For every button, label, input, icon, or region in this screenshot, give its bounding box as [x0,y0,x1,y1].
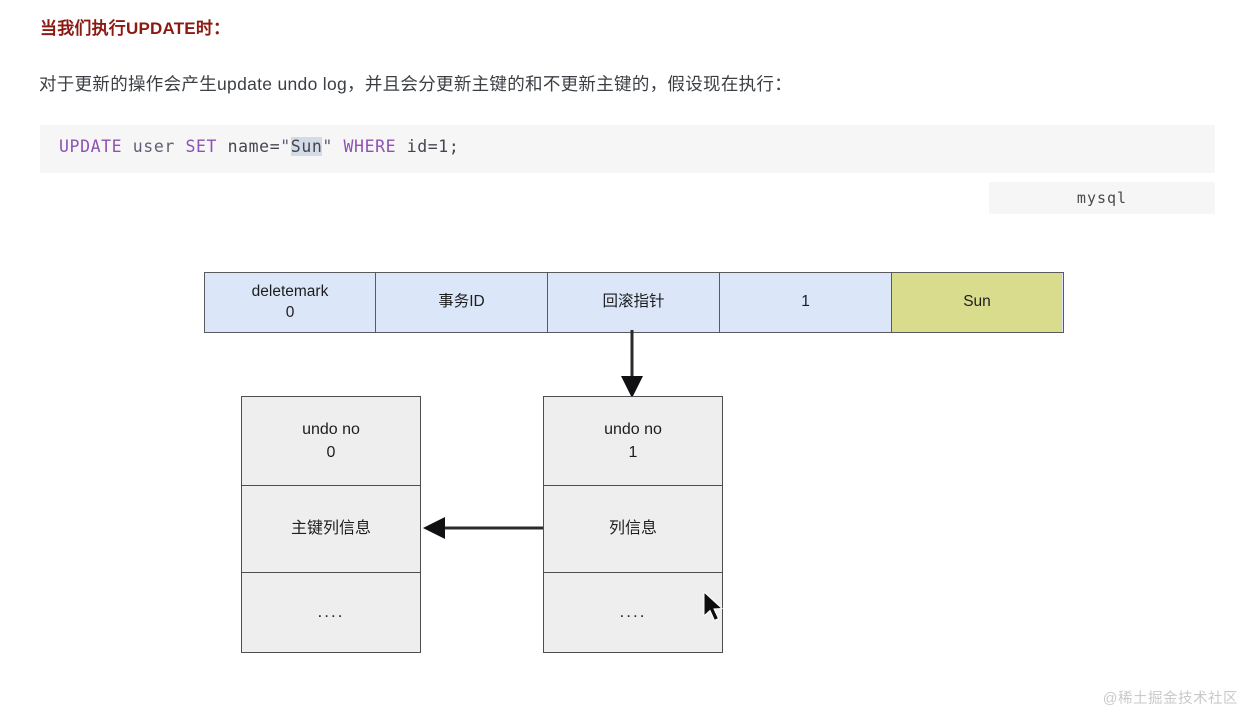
sql-token-update: UPDATE [59,137,123,156]
undo-log-1-tail-label: .... [619,602,647,622]
sql-token-selected-value[interactable]: Sun [290,137,323,156]
record-cell-deletemark-label: deletemark [251,282,329,300]
record-cell-name: Sun [892,273,1062,332]
sql-token-name-assign: name= [217,137,281,156]
rollback-pointer-arrow-icon [621,330,643,398]
sql-token-where: WHERE [343,137,397,156]
record-cell-rollback-pointer: 回滚指针 [548,273,720,332]
undo-log-0-middle-label: 主键列信息 [290,520,371,538]
undo-log-0-number: 0 [326,444,336,461]
undo-log-0-title: undo no [302,420,360,438]
sql-token-space-1 [122,137,133,156]
undo-log-box-1: undo no 1 列信息 .... [543,396,723,653]
sql-code-block[interactable]: UPDATE user SET name="Sun" WHERE id=1; [40,125,1215,173]
intro-paragraph: 对于更新的操作会产生update undo log，并且会分更新主键的和不更新主… [39,74,793,94]
undo-log-1-title: undo no [604,420,662,438]
sql-token-space-2 [175,137,186,156]
sql-token-quote-open: " [280,137,291,156]
record-row: deletemark 0 事务ID 回滚指针 1 Sun [204,272,1064,333]
record-cell-rollback-pointer-label: 回滚指针 [602,293,665,311]
record-cell-trx-id: 事务ID [376,273,548,332]
sql-token-condition: id=1; [396,137,460,156]
sql-code-line: UPDATE user SET name="Sun" WHERE id=1; [59,137,459,156]
page-title: 当我们执行UPDATE时： [40,19,231,38]
code-language-label: mysql [1076,189,1128,207]
undo-log-0-tail-label: .... [317,602,345,622]
record-cell-deletemark: deletemark 0 [205,273,376,332]
sql-token-set: SET [185,137,218,156]
record-cell-id: 1 [720,273,892,332]
sql-token-table: user [132,137,175,156]
record-cell-name-label: Sun [963,293,991,311]
record-cell-id-label: 1 [801,293,810,311]
undo-log-1-middle: 列信息 [544,486,722,573]
undo-log-0-header: undo no 0 [242,397,420,486]
undo-log-0-tail: .... [242,573,420,652]
undo-log-1-number: 1 [628,444,638,461]
undo-log-0-middle: 主键列信息 [242,486,420,573]
undo-log-1-middle-label: 列信息 [608,520,657,538]
mouse-cursor-icon [703,591,724,622]
code-language-badge: mysql [989,182,1215,214]
undo-log-1-header: undo no 1 [544,397,722,486]
undo-chain-arrow-icon [423,517,547,539]
undo-log-1-tail: .... [544,573,722,652]
record-cell-deletemark-value: 0 [285,303,295,321]
record-cell-trx-id-label: 事务ID [438,293,485,311]
sql-token-space-3 [333,137,344,156]
undo-log-box-0: undo no 0 主键列信息 .... [241,396,421,653]
sql-token-quote-close: " [322,137,333,156]
watermark: @稀土掘金技术社区 [1102,691,1238,707]
